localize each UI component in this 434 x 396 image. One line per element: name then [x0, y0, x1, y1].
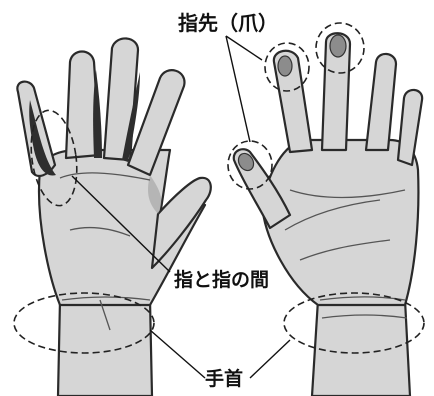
label-between-fingers: 指と指の間: [174, 269, 269, 291]
label-fingertip: 指先（爪）: [178, 11, 278, 35]
label-wrist: 手首: [205, 367, 243, 390]
right-hand-palm: [234, 33, 422, 396]
